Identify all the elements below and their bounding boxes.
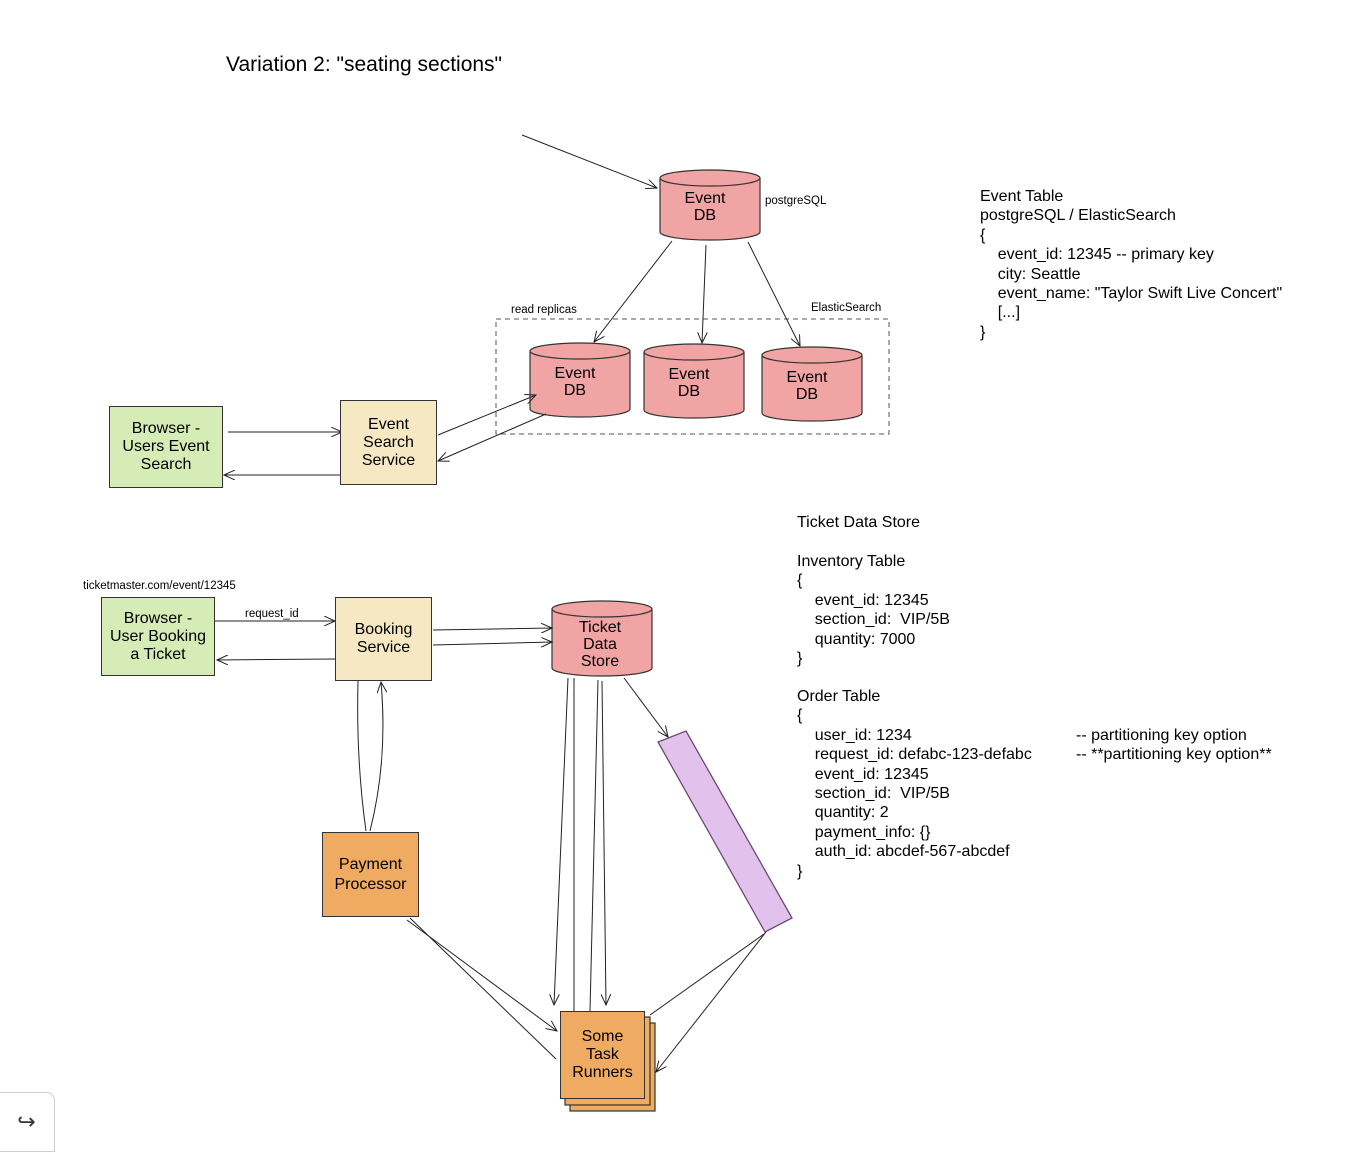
read-replicas-label: read replicas <box>511 304 577 316</box>
task-runners-box: Some Task Runners <box>560 1011 645 1099</box>
payment-processor-box: Payment Processor <box>322 832 419 917</box>
ticket-data-store-label: Ticket Data Store <box>578 619 622 670</box>
elasticsearch-label: ElasticSearch <box>811 302 882 314</box>
ticket-data-store-db <box>551 600 653 677</box>
ticket-store-heading: Ticket Data Store <box>797 514 921 531</box>
redo-arrow-icon[interactable]: ↪ <box>0 1092 55 1152</box>
inventory-table-schema: Inventory Table { event_id: 12345 sectio… <box>797 553 950 668</box>
event-db-replica-2-label: Event DB <box>668 366 710 400</box>
request-id-label: request_id <box>245 608 299 620</box>
event-db-primary <box>659 169 761 241</box>
event-search-service-box: Event Search Service <box>340 400 437 485</box>
connectors <box>215 134 800 1072</box>
browser-booking-box: Browser - User Booking a Ticket <box>101 597 215 676</box>
event-db-replica-1-label: Event DB <box>554 365 596 399</box>
replica-group <box>495 318 890 435</box>
event-db-replica-3-label: Event DB <box>786 369 828 403</box>
postgresql-label: postgreSQL <box>765 195 827 207</box>
event-db-replica-1 <box>529 342 631 418</box>
event-db-primary-label: Event DB <box>684 190 726 224</box>
event-db-replica-2 <box>643 343 745 419</box>
order-table-schema: Order Table { user_id: 1234 request_id: … <box>797 688 1032 880</box>
event-db-replica-3 <box>761 346 863 422</box>
order-table-comments: -- partitioning key option -- **partitio… <box>1076 727 1272 764</box>
message-queue <box>657 730 793 933</box>
event-url-label: ticketmaster.com/event/12345 <box>83 580 236 592</box>
page-title: Variation 2: "seating sections" <box>226 53 503 76</box>
event-table-schema: Event Table postgreSQL / ElasticSearch {… <box>980 188 1283 341</box>
browser-search-box: Browser - Users Event Search <box>109 406 223 488</box>
booking-service-box: Booking Service <box>335 597 432 681</box>
